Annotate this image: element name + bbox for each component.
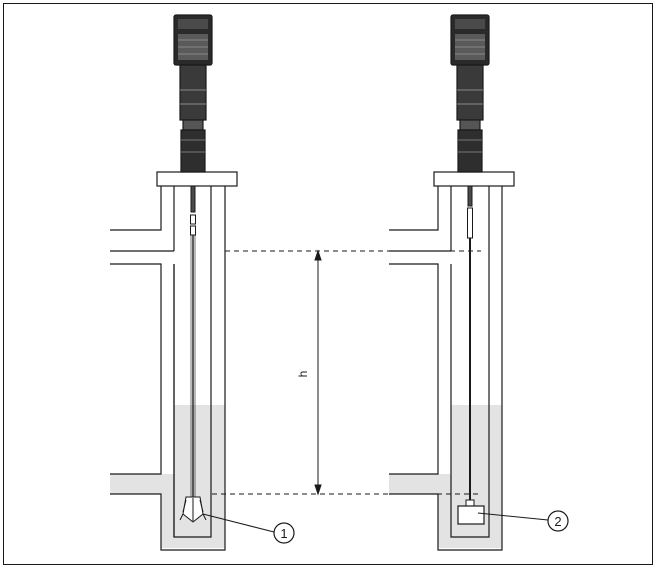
left-sensor-thread xyxy=(180,129,206,173)
left-sensor-neck xyxy=(179,64,207,121)
reference-lines xyxy=(212,250,481,495)
left-flange xyxy=(156,171,238,187)
right-sensor-neck xyxy=(456,64,484,121)
height-label: h xyxy=(296,371,310,378)
right-sensor-thread xyxy=(457,129,483,173)
left-vessel xyxy=(110,171,238,551)
height-dimension xyxy=(314,249,322,496)
left-outer-wall xyxy=(110,186,226,551)
right-medium-fill xyxy=(389,405,502,548)
right-sensor xyxy=(450,14,490,173)
callout-1-number: 1 xyxy=(280,526,287,541)
right-inner-wall xyxy=(389,186,490,538)
callout-1-circle xyxy=(273,522,295,544)
callout-2: 2 xyxy=(477,510,569,532)
right-vessel xyxy=(389,171,515,551)
left-sensor-nut xyxy=(182,119,204,131)
right-cable-probe xyxy=(465,185,475,507)
figure-frame xyxy=(3,3,653,565)
left-inner-wall xyxy=(110,186,212,538)
left-probe-rod xyxy=(190,185,196,500)
right-sensor-nut xyxy=(459,119,481,131)
right-gravity-weight xyxy=(457,505,485,525)
right-flange xyxy=(433,171,515,187)
left-medium-fill xyxy=(110,405,225,548)
left-sensor xyxy=(173,14,213,173)
callout-2-circle xyxy=(547,510,569,532)
left-centering-spider xyxy=(179,496,207,523)
callout-1: 1 xyxy=(202,513,295,544)
callout-2-number: 2 xyxy=(554,514,561,529)
